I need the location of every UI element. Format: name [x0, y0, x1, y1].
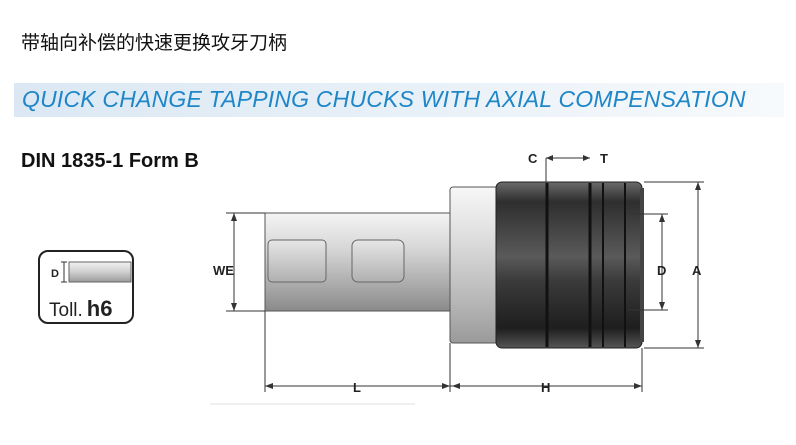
shank-flat-right [351, 239, 405, 283]
page-title-chinese: 带轴向补偿的快速更换攻牙刀柄 [21, 32, 288, 54]
dim-h: H [450, 348, 643, 395]
shank [264, 212, 451, 312]
dim-a: A [644, 181, 704, 349]
compensation-rings [495, 181, 644, 349]
dim-label-h: H [541, 380, 550, 395]
collar [449, 186, 499, 344]
dim-label-c: C [528, 151, 538, 166]
dim-label-l: L [353, 380, 361, 395]
dim-label-a: A [692, 263, 702, 278]
title-banner [14, 83, 784, 117]
dim-label-d: D [657, 263, 666, 278]
dim-we: WE [213, 212, 265, 312]
tolerance-text: Toll.h6 [49, 296, 112, 322]
dim-label-t: T [600, 151, 608, 166]
dim-c-t: C T [528, 151, 608, 182]
dim-l: L [264, 311, 451, 395]
tolerance-grade: h6 [86, 296, 113, 321]
page-title-english: QUICK CHANGE TAPPING CHUCKS WITH AXIAL C… [22, 86, 746, 112]
standard-label: DIN 1835-1 Form B [21, 150, 199, 172]
tolerance-label: Toll. [49, 300, 83, 321]
shank-flat-left [267, 239, 327, 283]
dim-d: D [628, 213, 668, 311]
dim-label-we: WE [213, 263, 234, 278]
